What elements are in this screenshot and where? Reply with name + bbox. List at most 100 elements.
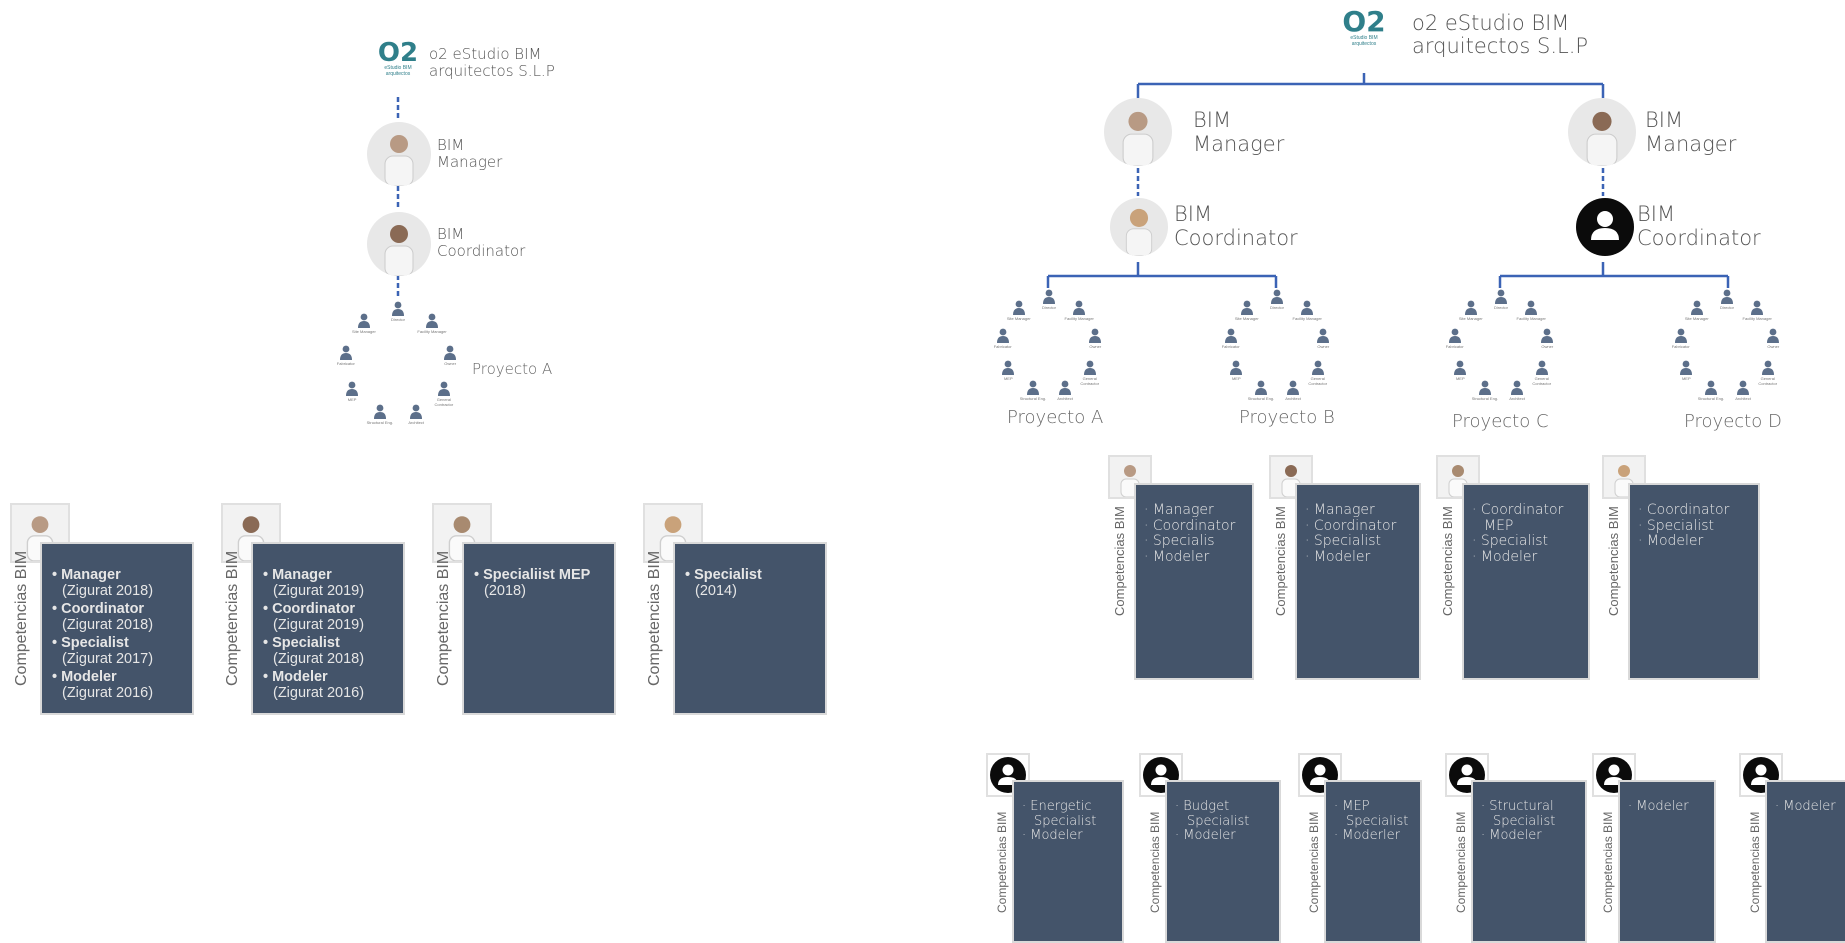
team-role-label: Owner [1541, 343, 1554, 349]
project-label: Proyecto A [472, 360, 553, 378]
competency-card: • Manager(Zigurat 2019)• Coordinator(Zig… [251, 542, 405, 715]
competency-item: · Coordinator [1305, 517, 1397, 534]
person-icon [436, 380, 452, 396]
competencias-side-label: Competencias BIM [435, 550, 452, 686]
team-role-label: Owner [1317, 343, 1330, 349]
team-role-label: MEP [1231, 375, 1241, 381]
person-icon [1447, 327, 1463, 343]
person-icon [1678, 359, 1694, 375]
team-role-label: Fabricator [336, 360, 355, 366]
team-role-label: Site Manager [352, 329, 376, 335]
team-role-label: MEP [1681, 375, 1691, 381]
competency-item: · Modeler [1628, 799, 1689, 814]
person-icon [1452, 359, 1468, 375]
team-role-label: General Contractor [1308, 375, 1328, 386]
person-icon [442, 344, 458, 360]
team-role-label: Architect [408, 419, 424, 425]
competencias-side-label: Competencias BIM [224, 550, 241, 686]
person-icon [372, 403, 388, 419]
team-role-label: Facility Manager [417, 329, 447, 335]
competency-card: · Coordinator MEP· Specialist· Modeler [1462, 483, 1590, 680]
person-icon [1011, 299, 1027, 315]
team-role-label: Site Manager [1458, 315, 1483, 321]
team-role-label: General Contractor [1758, 375, 1778, 386]
project-label-b: Proyecto B [1239, 407, 1335, 428]
project-label-c: Proyecto C [1452, 411, 1549, 432]
person-icon [995, 327, 1011, 343]
team-role-label: Director [1269, 305, 1284, 310]
competency-item: · Coordinator [1144, 517, 1236, 534]
person-icon [1539, 327, 1555, 343]
person-icon [1735, 379, 1751, 396]
company-logo-right: O2 eStudio BIM arquitectos [1342, 5, 1386, 47]
competency-item: · Manager [1305, 502, 1375, 518]
person-icon [390, 300, 406, 316]
competency-item: • Specialist(2014) [685, 567, 762, 599]
team-role-label: Architect [1735, 396, 1751, 402]
logo-mark: O2 [377, 38, 419, 68]
team-role-label: Facility Manager [1516, 315, 1546, 321]
competency-card: · Structural Specialist· Modeler [1471, 780, 1587, 943]
team-role-label: Architect [1509, 396, 1525, 402]
competencias-side-label: Competencias BIM [1440, 506, 1455, 616]
person-icon [424, 312, 440, 329]
person-icon [1493, 288, 1509, 304]
competency-item: · Modeler [1638, 533, 1704, 550]
manager-avatar-2 [1568, 98, 1636, 166]
team-role-label: Fabricator [1445, 343, 1464, 349]
competency-item: · Modeler [1144, 549, 1210, 566]
person-icon [1000, 359, 1016, 375]
competency-item: · Structural Specialist [1481, 799, 1556, 829]
person-icon [1071, 299, 1087, 315]
team-role-label: Facility Manager [1064, 315, 1094, 321]
competency-item: • Coordinator(Zigurat 2018) [52, 600, 154, 633]
competencias-side-label: Competencias BIM [1307, 811, 1321, 913]
team-role-label: General Contractor [1532, 375, 1552, 386]
team-role-label: Site Manager [1006, 315, 1031, 321]
person-icon [356, 312, 372, 329]
competency-item: • Specialist(Zigurat 2017) [52, 634, 154, 667]
competency-item: · Energetic Specialist [1022, 799, 1097, 829]
team-role-label: Fabricator [1671, 343, 1690, 349]
team-role-label: General Contractor [1080, 375, 1100, 386]
competency-item: · Specialist [1305, 533, 1382, 550]
competency-card: · Modeler [1618, 780, 1716, 943]
person-photo-icon [1586, 111, 1618, 166]
person-icon [1223, 327, 1239, 343]
competency-card: · Budget Specialist· Modeler [1165, 780, 1281, 943]
competency-item: · Moderler [1334, 828, 1400, 844]
person-photo-icon [384, 135, 414, 186]
team-role-label: Facility Manager [1292, 315, 1322, 321]
person-icon [1057, 379, 1073, 396]
competency-item: · Modeler [1775, 799, 1836, 814]
competency-item: · Specialist [1638, 517, 1715, 534]
competency-item: • Specialist(Zigurat 2018) [263, 634, 365, 667]
team-role-label: General Contractor [434, 396, 454, 407]
company-logo: O2 eStudio BIM arquitectos [375, 40, 421, 86]
team-role-label: Structural Eng. [1247, 396, 1275, 402]
team-role-label: MEP [1003, 375, 1013, 381]
company-name-right: o2 eStudio BIM arquitectos S.L.P [1412, 11, 1589, 59]
competency-card: · Coordinator· Specialist· Modeler [1628, 483, 1760, 680]
competency-item: · Coordinator MEP [1472, 502, 1564, 534]
person-icon [1299, 299, 1315, 315]
team-role-label: Architect [1285, 396, 1301, 402]
competency-item: · Manager [1144, 502, 1214, 518]
team-role-label: Director [1493, 305, 1508, 310]
competencias-side-label: Competencias BIM [1601, 811, 1615, 913]
person-icon [1534, 359, 1550, 375]
person-icon [1315, 327, 1331, 343]
person-icon [1673, 327, 1689, 343]
team-role-label: Facility Manager [1742, 315, 1772, 321]
person-icon [1689, 299, 1705, 315]
team-role-label: Owner [1089, 343, 1102, 349]
team-role-label: Structural Eng. [1019, 396, 1047, 402]
competencias-side-label: Competencias BIM [13, 550, 30, 686]
